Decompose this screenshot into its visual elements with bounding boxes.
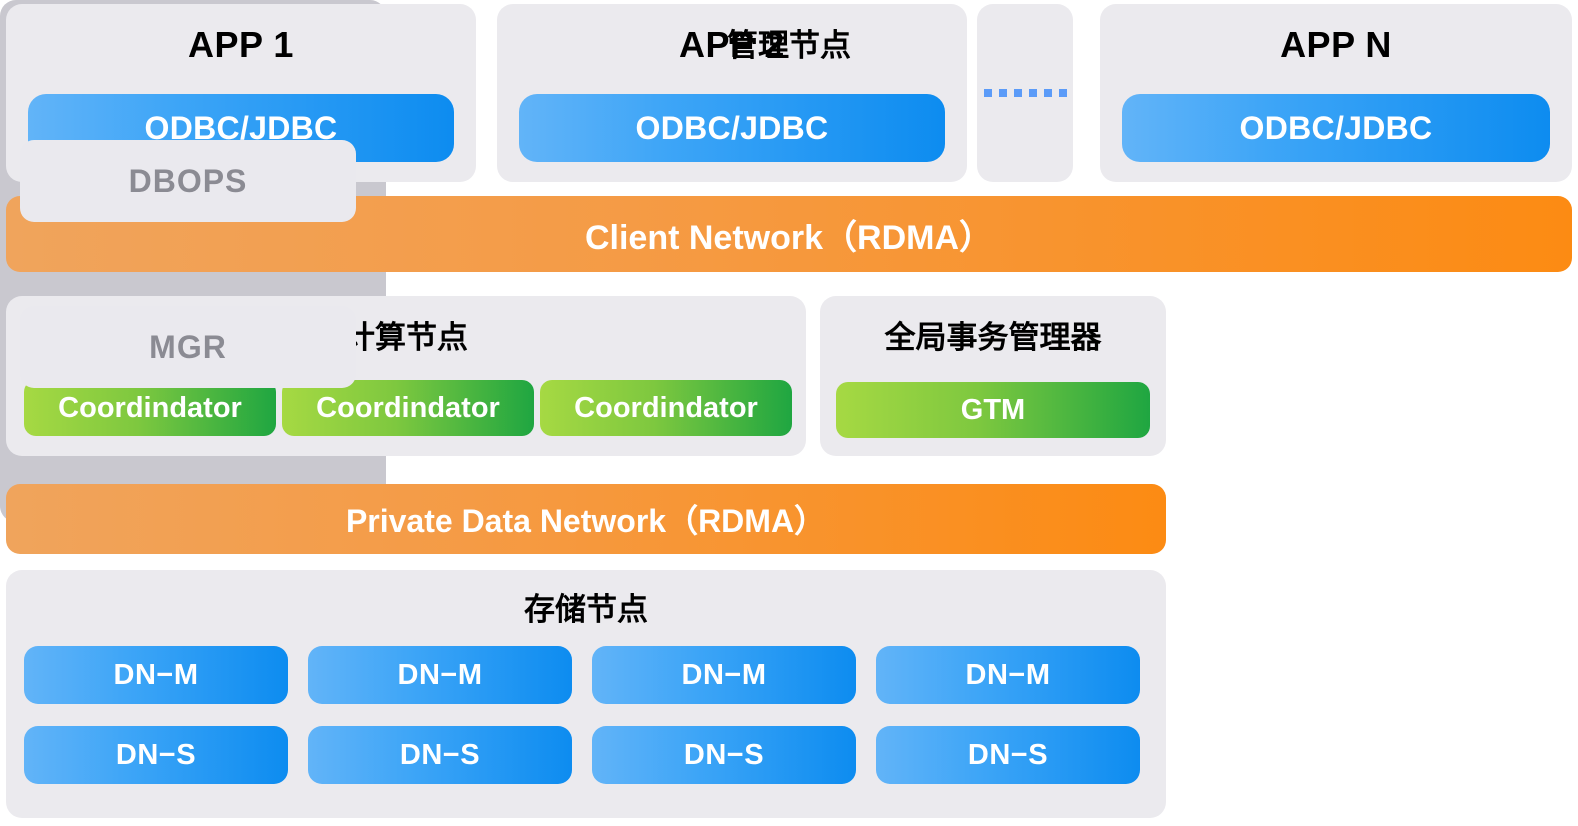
app-card-2[interactable]: APP 2 ODBC/JDBC	[497, 4, 967, 182]
private-data-network-bar[interactable]: Private Data Network（RDMA）	[6, 484, 1166, 554]
app-card-n[interactable]: APP N ODBC/JDBC	[1100, 4, 1572, 182]
app-title-n: APP N	[1280, 24, 1392, 65]
connector-pill-2[interactable]: ODBC/JDBC	[519, 94, 945, 162]
dn-slave-pill-4[interactable]: DN−S	[876, 726, 1140, 784]
ellipsis-dot	[1058, 89, 1067, 97]
dn-slave-pill-3[interactable]: DN−S	[592, 726, 856, 784]
dbops-box[interactable]: DBOPS	[20, 140, 356, 222]
app-title-2: APP 2	[679, 24, 785, 65]
dn-master-pill-1[interactable]: DN−M	[24, 646, 288, 704]
dn-master-pill-4[interactable]: DN−M	[876, 646, 1140, 704]
dn-master-pill-3[interactable]: DN−M	[592, 646, 856, 704]
ellipsis-dot	[1043, 89, 1052, 97]
app-ellipsis-card	[977, 4, 1073, 182]
dn-master-pill-2[interactable]: DN−M	[308, 646, 572, 704]
manage-node-title: 管理节点	[727, 28, 851, 63]
ellipsis-dot	[1013, 89, 1022, 97]
gtm-pill[interactable]: GTM	[836, 382, 1150, 438]
connector-pill-n[interactable]: ODBC/JDBC	[1122, 94, 1550, 162]
storage-node-panel: 存储节点 DN−M DN−S DN−M DN−S DN−M DN−S DN−M …	[6, 570, 1166, 818]
ellipsis-dot	[983, 89, 992, 97]
coordinator-pill-2[interactable]: Coordindator	[282, 380, 534, 436]
coordinator-pill-1[interactable]: Coordindator	[24, 380, 276, 436]
compute-node-title: 计算节点	[344, 320, 468, 355]
mgr-box[interactable]: MGR	[20, 306, 356, 388]
gtm-panel: 全局事务管理器 GTM	[820, 296, 1166, 456]
dn-slave-pill-1[interactable]: DN−S	[24, 726, 288, 784]
storage-node-title: 存储节点	[524, 592, 648, 627]
gtm-panel-title: 全局事务管理器	[884, 320, 1102, 355]
ellipsis-dot	[1028, 89, 1037, 97]
dotted-ellipsis-icon	[983, 89, 1067, 97]
coordinator-pill-3[interactable]: Coordindator	[540, 380, 792, 436]
app-title-1: APP 1	[188, 24, 294, 65]
dn-slave-pill-2[interactable]: DN−S	[308, 726, 572, 784]
ellipsis-dot	[998, 89, 1007, 97]
